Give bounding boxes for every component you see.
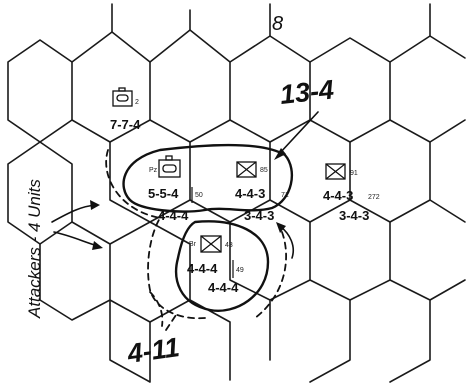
dashed-outline-left: [105, 149, 206, 320]
unit-3-tiny: 85: [260, 167, 268, 174]
unit-counter-4-4-4: Br 43 4-4-4 49 4-4-4: [187, 235, 244, 295]
unit-4-side: 272: [368, 194, 380, 201]
attackers-label: Attackers - 4 Units: [25, 179, 44, 319]
unit-1-strength: 7-7-4: [110, 117, 141, 132]
odds-arrow-upper: [278, 111, 319, 155]
unit-4-second: 3-4-3: [339, 208, 369, 223]
odds-label-upper: 13-4: [278, 74, 335, 109]
unit-counter-4-4-3-a: 85 4-4-3 71 3-4-3: [235, 161, 289, 223]
unit-1-tiny: 2: [135, 99, 139, 106]
attacker-arrow-1: [51, 204, 97, 223]
unit-4-tiny: 91: [350, 170, 358, 177]
unit-2-strength: 5-5-4: [148, 186, 179, 201]
unit-4-strength: 4-4-3: [323, 188, 353, 203]
solid-outline-lower: [174, 220, 270, 312]
unit-5-tiny: Br: [189, 241, 197, 248]
unit-3-side: 71: [281, 192, 289, 199]
unit-2-side: 50: [195, 192, 203, 199]
unit-5-side: 49: [236, 267, 244, 274]
unit-counter-4-4-3-b: 91 4-4-3 272 3-4-3: [323, 163, 380, 223]
dashed-outline-right: [254, 231, 288, 319]
page-number: 8: [272, 13, 283, 35]
unit-counter-7-7-4: 2 7-7-4: [110, 87, 141, 132]
solid-outline-upper: [122, 143, 294, 213]
unit-5-second: 4-4-4: [208, 280, 239, 295]
dashed-outline-bottom: [149, 291, 164, 327]
unit-3-strength: 4-4-3: [235, 186, 265, 201]
unit-5-tiny-2: 43: [225, 242, 233, 249]
unit-counter-5-5-4: Pz 5-5-4 50 4-4-4: [148, 155, 203, 223]
unit-3-second: 3-4-3: [244, 208, 274, 223]
unit-2-tiny: Pz: [149, 167, 158, 174]
hex-grid: [7, 3, 466, 383]
odds-arrow-lower: [165, 311, 179, 331]
unit-5-strength: 4-4-4: [187, 261, 218, 276]
odds-label-lower: 4-11: [125, 332, 182, 369]
